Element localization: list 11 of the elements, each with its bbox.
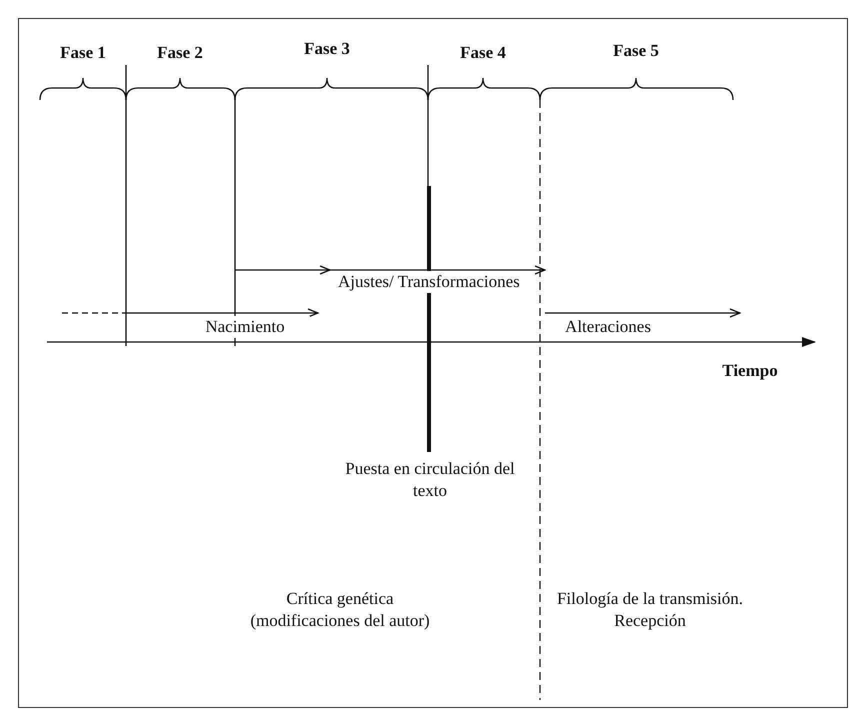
field-label: Crítica genética (modificaciones del autor) [249, 588, 431, 632]
phase-label: Fase 5 [612, 40, 660, 62]
process-label: Ajustes/ Transformaciones [338, 271, 520, 293]
event-label: Puesta en circulación del texto [344, 458, 516, 502]
axis-label: Tiempo [721, 360, 779, 382]
phase-label: Fase 2 [156, 42, 204, 64]
phase-label: Fase 4 [459, 42, 507, 64]
process-label: Alteraciones [564, 316, 652, 338]
phase-label: Fase 3 [303, 38, 351, 60]
field-label: Filología de la transmisión. Recepción [556, 588, 744, 632]
phase-label: Fase 1 [59, 42, 107, 64]
